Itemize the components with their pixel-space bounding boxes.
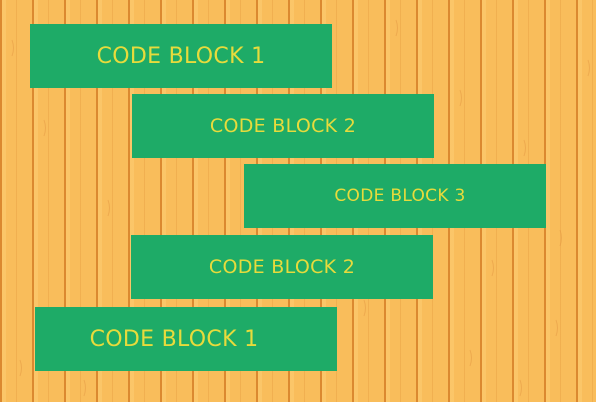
code-block-1-bottom[interactable]: CODE BLOCK 1 (35, 307, 337, 371)
code-block-label: CODE BLOCK 3 (334, 186, 466, 206)
code-block-2-upper[interactable]: CODE BLOCK 2 (132, 94, 434, 158)
code-block-label: CODE BLOCK 2 (208, 256, 356, 278)
code-block-label: CODE BLOCK 1 (89, 326, 259, 352)
code-block-1-top[interactable]: CODE BLOCK 1 (30, 24, 332, 88)
code-block-label: CODE BLOCK 2 (209, 115, 357, 137)
code-block-2-lower[interactable]: CODE BLOCK 2 (131, 235, 433, 299)
code-block-3-middle[interactable]: CODE BLOCK 3 (244, 164, 546, 228)
code-block-label: CODE BLOCK 1 (96, 43, 266, 69)
